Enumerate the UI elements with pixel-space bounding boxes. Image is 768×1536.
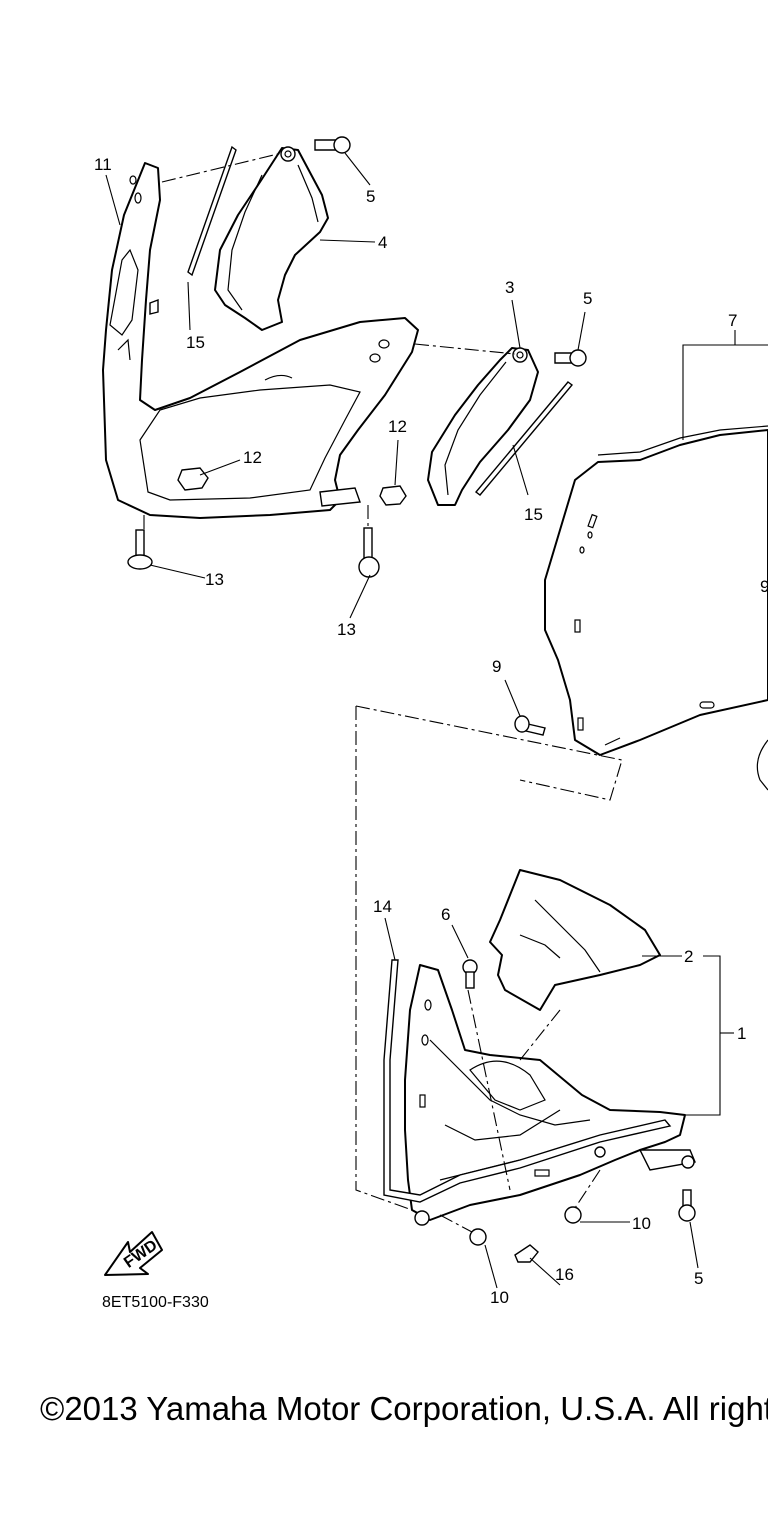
callout-11: 11 bbox=[94, 155, 112, 174]
part-5-bolt-bottom bbox=[678, 1189, 696, 1222]
part-12-nut-left bbox=[177, 467, 209, 491]
part-12-nut-right bbox=[379, 485, 407, 506]
callout-6: 6 bbox=[441, 905, 450, 924]
callout-9-right: 9 bbox=[760, 577, 768, 596]
callout-2: 2 bbox=[684, 947, 693, 966]
diagram-code: 8ET5100-F330 bbox=[102, 1294, 209, 1311]
part-5-bolt-top bbox=[314, 136, 351, 154]
callout-16: 16 bbox=[555, 1265, 574, 1284]
callout-13-left: 13 bbox=[205, 570, 224, 589]
callout-1: 1 bbox=[737, 1024, 746, 1043]
part-9-screw bbox=[514, 715, 546, 736]
callout-14: 14 bbox=[373, 897, 392, 916]
callout-labels: 11 5 4 15 3 5 7 12 12 15 13 9 13 9 14 6 … bbox=[94, 155, 768, 1307]
part-13-bolt-right bbox=[358, 527, 380, 578]
part-15-seal-strip-upper bbox=[187, 145, 237, 277]
callout-13-right: 13 bbox=[337, 620, 356, 639]
callout-15-lower: 15 bbox=[524, 505, 543, 524]
fwd-arrow-icon: FWD bbox=[104, 1231, 163, 1276]
part-15-seal-strip-lower bbox=[474, 381, 574, 496]
callout-3: 3 bbox=[505, 278, 514, 297]
assembly-lines bbox=[143, 152, 623, 1233]
part-7-windshield bbox=[544, 425, 768, 791]
part-1-front-cowling bbox=[404, 964, 696, 1226]
callout-10-left: 10 bbox=[490, 1288, 509, 1307]
part-2-upper-cowling bbox=[489, 869, 661, 1011]
part-4-air-duct bbox=[214, 146, 329, 331]
callout-9-left: 9 bbox=[492, 657, 501, 676]
part-16-clip bbox=[514, 1244, 539, 1263]
part-13-bolt-left bbox=[127, 529, 153, 570]
callout-5-middle: 5 bbox=[583, 289, 592, 308]
part-14-trim-strip bbox=[383, 959, 672, 1203]
part-5-bolt-middle bbox=[554, 349, 587, 367]
callout-5-top: 5 bbox=[366, 187, 375, 206]
callout-4: 4 bbox=[378, 233, 387, 252]
callout-15-upper: 15 bbox=[186, 333, 205, 352]
callout-10-right: 10 bbox=[632, 1214, 651, 1233]
part-3-side-duct bbox=[427, 347, 539, 506]
part-5-bolt-right bbox=[681, 1155, 695, 1169]
part-6-screw bbox=[462, 959, 478, 989]
callout-7: 7 bbox=[728, 311, 737, 330]
part-10-grommet-left bbox=[469, 1228, 487, 1246]
callout-12-right: 12 bbox=[388, 417, 407, 436]
leader-lines bbox=[105, 152, 768, 1289]
part-10-grommet-right bbox=[564, 1206, 582, 1224]
callout-5-bottom: 5 bbox=[694, 1269, 703, 1288]
copyright-notice: ©2013 Yamaha Motor Corporation, U.S.A. A… bbox=[40, 1390, 768, 1427]
part-11-inner-panel bbox=[102, 162, 419, 519]
callout-12-left: 12 bbox=[243, 448, 262, 467]
